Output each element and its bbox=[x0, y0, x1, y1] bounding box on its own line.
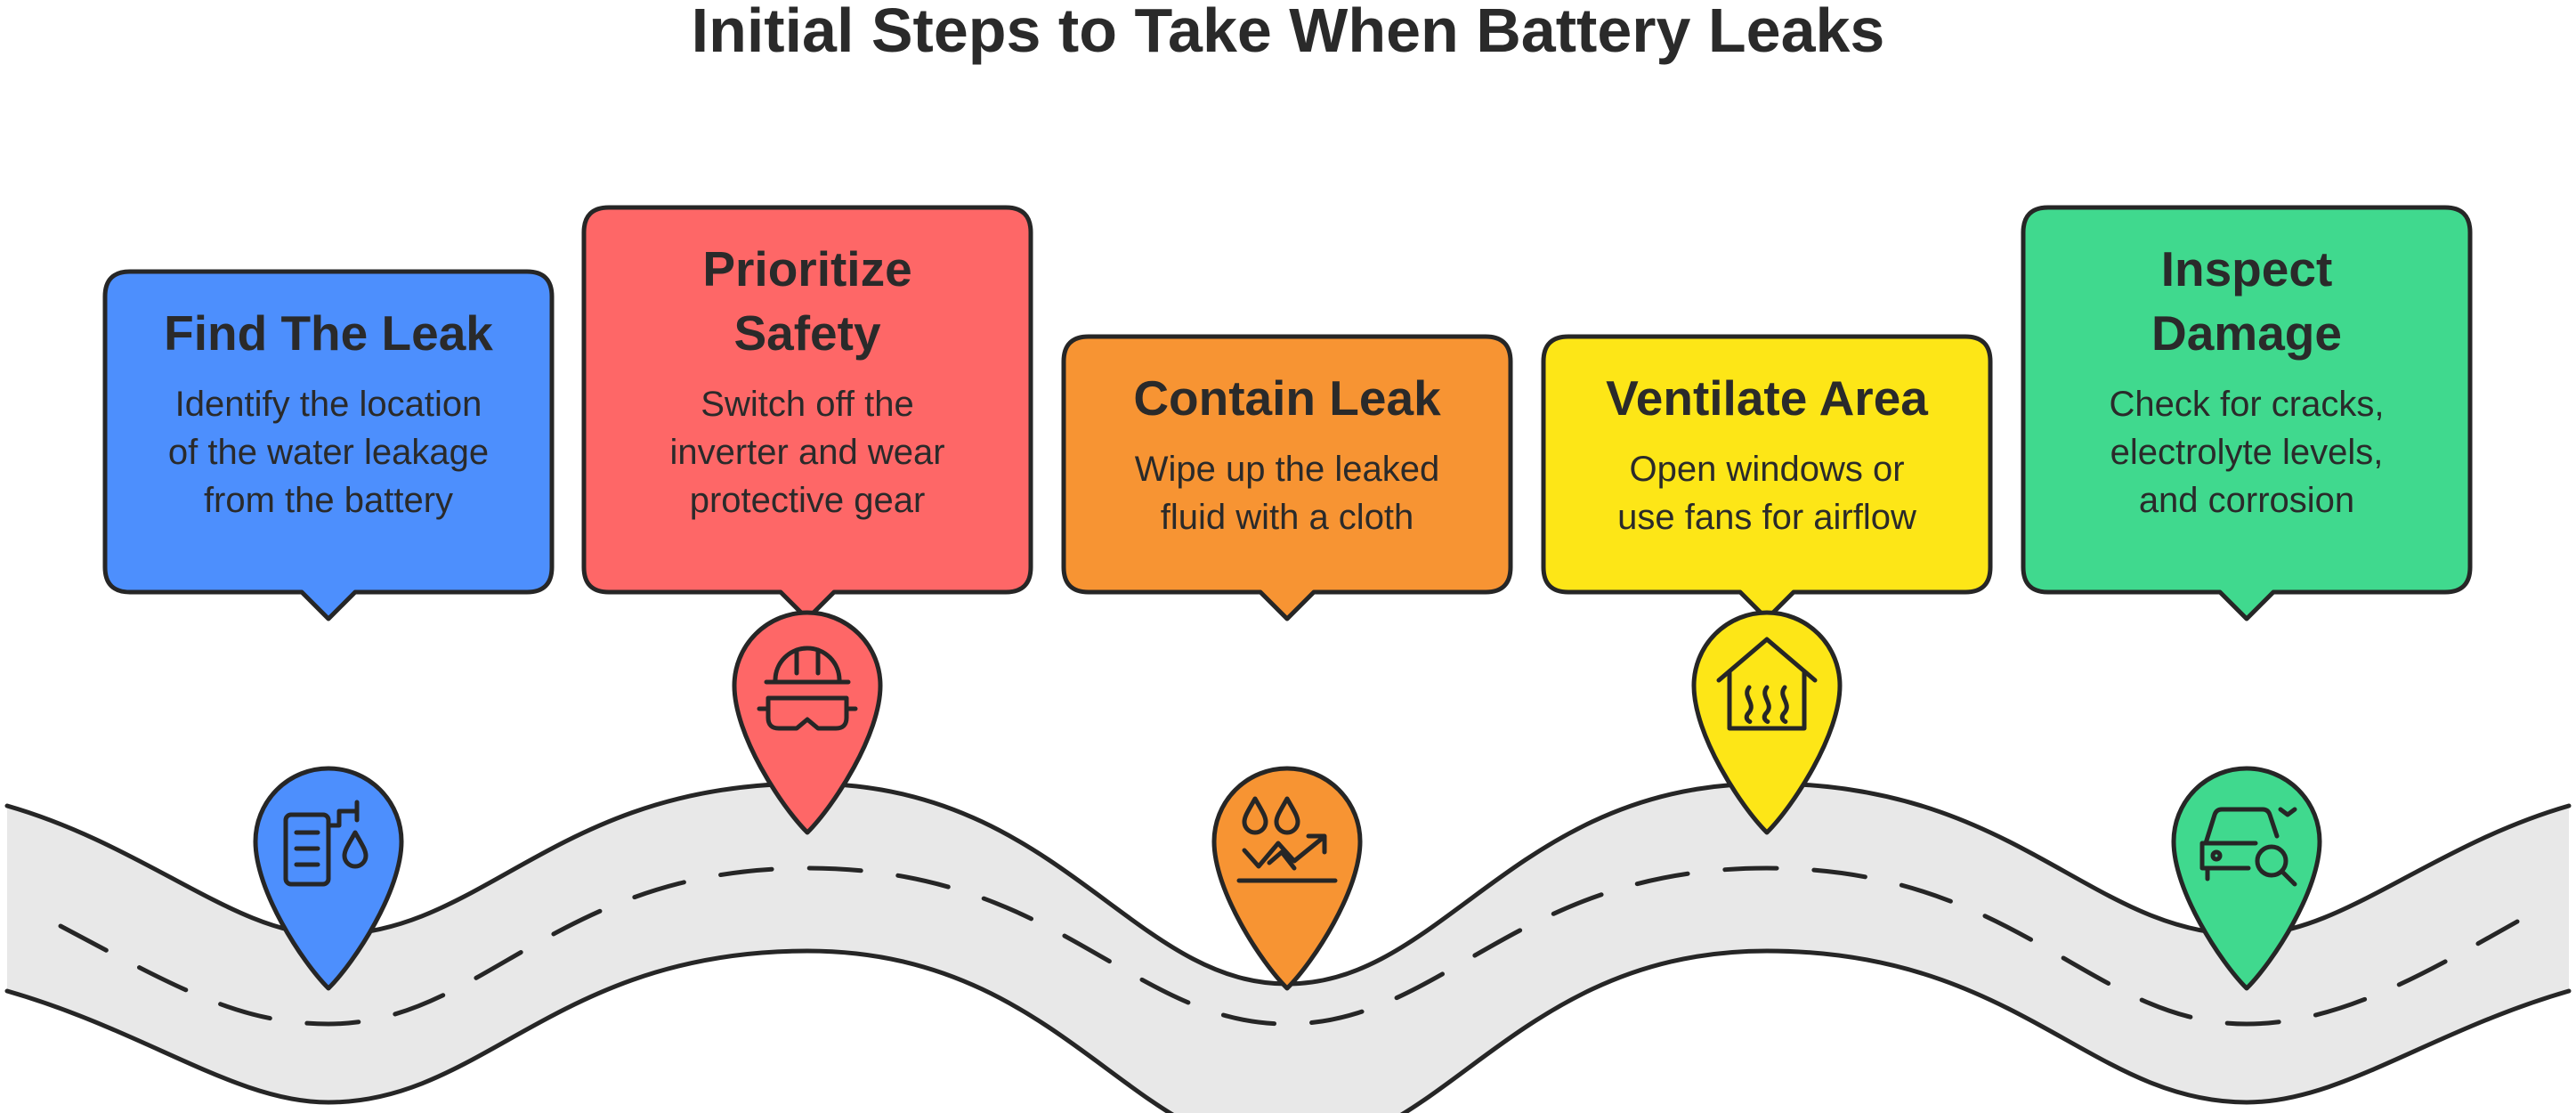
drops-wipe-icon bbox=[1236, 796, 1338, 883]
step-description-line: Check for cracks, bbox=[2110, 385, 2385, 424]
step-title-line: Prioritize bbox=[702, 241, 911, 297]
step-description-line: inverter and wear bbox=[669, 433, 944, 472]
step-title-line: Damage bbox=[2151, 305, 2342, 361]
step-description-line: Identify the location bbox=[175, 385, 482, 424]
step-description-line: Wipe up the leaked bbox=[1135, 450, 1439, 489]
step-description-line: fluid with a cloth bbox=[1161, 498, 1414, 537]
road-surface bbox=[7, 784, 2569, 1113]
step-description-line: protective gear bbox=[690, 481, 926, 520]
step-description-line: and corrosion bbox=[2139, 481, 2354, 520]
step-pin-5 bbox=[2171, 766, 2322, 991]
step-pin-1 bbox=[253, 766, 404, 991]
step-card-shape bbox=[1541, 334, 1993, 621]
page-title: Initial Steps to Take When Battery Leaks bbox=[692, 0, 1885, 65]
step-card-shape bbox=[581, 205, 1033, 621]
step-card-shape bbox=[2021, 205, 2473, 621]
step-pin-4 bbox=[1691, 610, 1843, 835]
step-description-line: from the battery bbox=[204, 481, 453, 520]
safety-helmet-goggles-icon bbox=[757, 646, 858, 731]
house-airflow-icon bbox=[1716, 637, 1818, 731]
step-card-shape bbox=[102, 269, 555, 621]
step-title-line: Ventilate Area bbox=[1606, 370, 1928, 426]
step-description-line: use fans for airflow bbox=[1617, 498, 1916, 537]
step-description-line: Open windows or bbox=[1629, 450, 1904, 489]
battery-leak-icon bbox=[283, 800, 369, 887]
step-title-line: Inspect bbox=[2161, 241, 2333, 297]
step-description-line: Switch off the bbox=[701, 385, 913, 424]
step-pin-2 bbox=[732, 610, 883, 835]
step-card-shape bbox=[1061, 334, 1513, 621]
step-title-line: Find The Leak bbox=[164, 305, 493, 361]
map-pin-marker bbox=[732, 610, 883, 835]
step-title-line: Safety bbox=[733, 305, 880, 361]
car-inspect-icon bbox=[2199, 807, 2297, 887]
step-description-line: of the water leakage bbox=[168, 433, 489, 472]
step-title-line: Contain Leak bbox=[1133, 370, 1441, 426]
step-pins bbox=[253, 610, 2322, 991]
road-center-dashes bbox=[58, 865, 2520, 1027]
step-description-line: electrolyte levels, bbox=[2110, 433, 2384, 472]
step-pin-3 bbox=[1211, 766, 1363, 991]
road-bottom-edge bbox=[4, 948, 2572, 1113]
